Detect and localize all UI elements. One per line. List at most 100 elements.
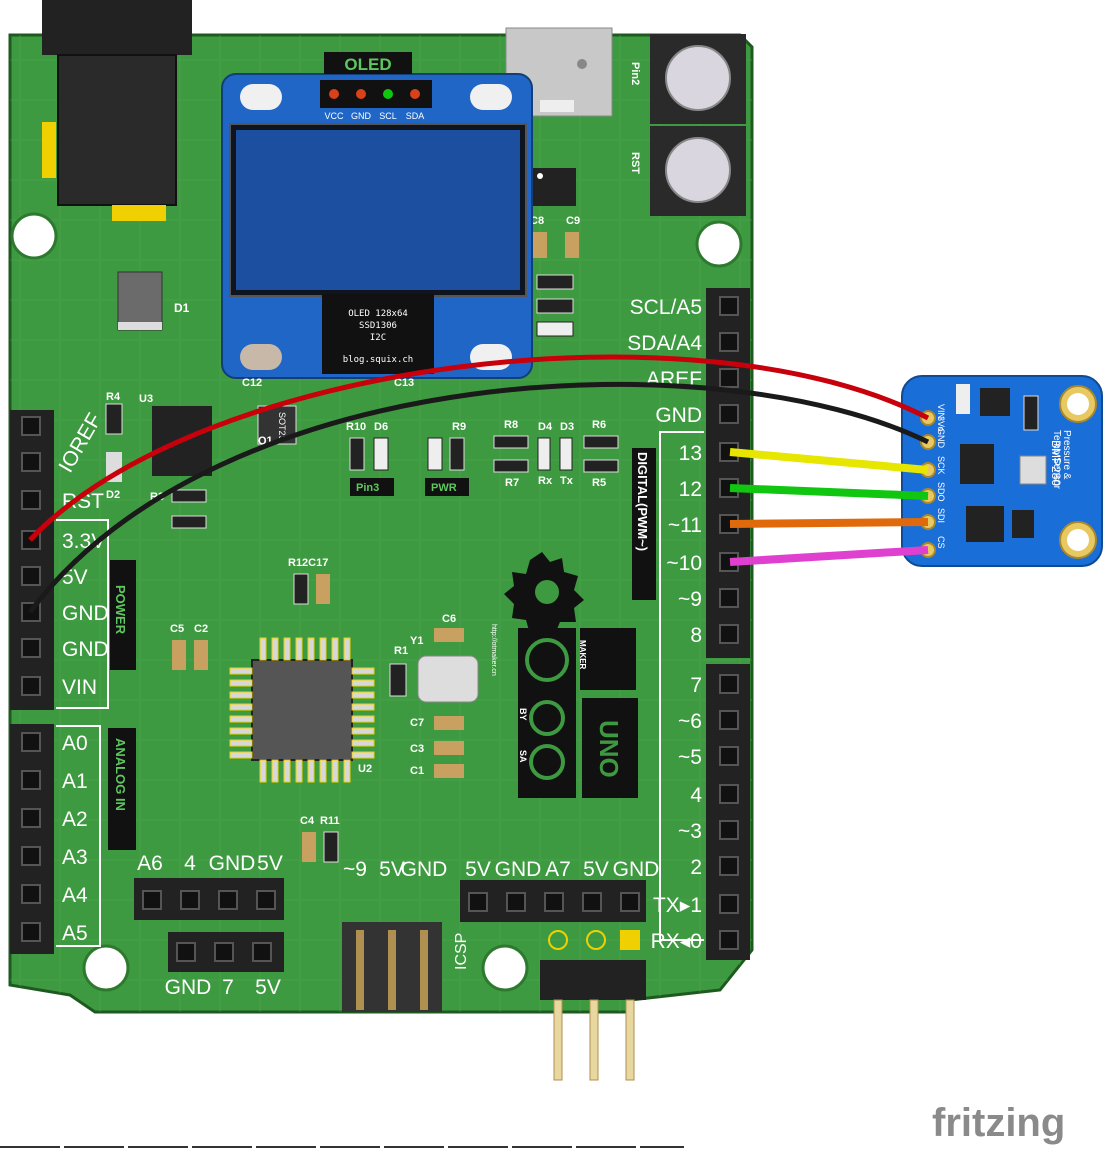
crystal-y1 — [417, 655, 479, 703]
digital-pin-3 — [719, 404, 739, 424]
pin-label: 8 — [690, 624, 702, 647]
svg-text:RST: RST — [629, 152, 641, 174]
pin-label: GND — [655, 404, 702, 427]
wire-12-sdo — [729, 484, 929, 500]
pin-label: 4 — [690, 784, 702, 807]
svg-text:R4: R4 — [106, 391, 121, 403]
pin-label: A2 — [62, 808, 88, 831]
pin-label: 5V — [255, 976, 281, 999]
pin2-button[interactable]: Pin2 — [629, 34, 746, 124]
digital-pin-low-5 — [719, 856, 739, 876]
analog-pin-0 — [21, 732, 41, 752]
svg-text:R6: R6 — [592, 419, 606, 431]
bottom-pin-a-1 — [180, 890, 200, 910]
oled-pin-label: VCC — [324, 111, 344, 121]
bottom-pin-b-0 — [176, 942, 196, 962]
pin-label: ~5 — [678, 746, 702, 769]
svg-text:OLED: OLED — [344, 55, 391, 74]
bottom-pin-b-2 — [252, 942, 272, 962]
pin-label: A0 — [62, 732, 88, 755]
analog-pin-4 — [21, 884, 41, 904]
pin-label: 5V — [583, 858, 609, 881]
analog-pin-1 — [21, 770, 41, 790]
svg-text:R12C17: R12C17 — [288, 557, 328, 569]
power-pin-5 — [21, 638, 41, 658]
wire-11-sdi — [729, 518, 929, 528]
pin-label: 5V — [62, 566, 88, 589]
arduino-board: D1 Pin2 RST C8 C9 U3 R4 D2 — [8, 0, 754, 1081]
pin-label: ~11 — [668, 514, 702, 537]
sensor-pin-label: CS — [936, 536, 946, 549]
bottom-pin-b-1 — [214, 942, 234, 962]
bottom-pin-a-3 — [256, 890, 276, 910]
wires — [28, 354, 930, 614]
pin-label: ~9 — [343, 858, 367, 881]
reset-button[interactable]: RST — [629, 126, 746, 216]
svg-text:R10: R10 — [346, 421, 366, 433]
svg-text:SSD1306: SSD1306 — [359, 321, 397, 331]
digital-pin-9 — [719, 624, 739, 644]
svg-text:R11: R11 — [320, 815, 340, 827]
pin-label: 2 — [690, 856, 702, 879]
svg-text:Pin3: Pin3 — [356, 482, 379, 494]
svg-text:C12: C12 — [242, 377, 262, 389]
bmp280-sensor: BMP280 Pressure & Temp Sensor VIN3VoGNDS… — [901, 375, 1103, 567]
svg-text:SOT23: SOT23 — [277, 412, 287, 441]
svg-text:R9: R9 — [452, 421, 466, 433]
mounting-hole — [82, 944, 130, 992]
power-pin-nc — [21, 416, 41, 436]
pin-label: ~10 — [666, 552, 702, 575]
bottom-pin-c-4 — [620, 892, 640, 912]
bottom-pin-a-0 — [142, 890, 162, 910]
svg-text:Temp Sensor: Temp Sensor — [1051, 430, 1062, 490]
bottom-pin-a-2 — [218, 890, 238, 910]
svg-text:DIGITAL(PWM~): DIGITAL(PWM~) — [635, 452, 650, 551]
q1-transistor — [257, 405, 297, 445]
pin-label: ~9 — [678, 588, 702, 611]
pin-label: A7 — [545, 858, 571, 881]
svg-text:Y1: Y1 — [410, 635, 423, 647]
svg-text:R5: R5 — [592, 477, 606, 489]
sensor-pin-label: SDO — [936, 482, 946, 502]
digital-header: SCL/A5SDA/A4AREFGND1312~11~10~987~6~54~3… — [627, 288, 750, 960]
digital-pin-low-2 — [719, 746, 739, 766]
wire-gnd-gnd — [28, 381, 930, 614]
pin-label: 5V — [257, 852, 283, 875]
mounting-hole — [481, 944, 529, 992]
digital-pin-1 — [719, 332, 739, 352]
svg-text:R8: R8 — [504, 419, 518, 431]
svg-text:ANALOG IN: ANALOG IN — [113, 738, 128, 811]
pin-label: 5V — [379, 858, 405, 881]
pin-label: GND — [62, 638, 109, 661]
svg-text:D1: D1 — [174, 301, 190, 315]
pin-label: VIN — [62, 676, 97, 699]
pin-label: RST — [62, 490, 104, 513]
svg-text:POWER: POWER — [113, 585, 128, 635]
wire-3v3-vin — [28, 354, 930, 542]
pin-label: 7 — [222, 976, 234, 999]
analog-pin-3 — [21, 846, 41, 866]
svg-text:MAKER: MAKER — [578, 640, 587, 670]
icsp-header: ICSP — [342, 922, 470, 1012]
pin-label: 5V — [465, 858, 491, 881]
power-pin-0 — [21, 452, 41, 472]
pin-label: A3 — [62, 846, 88, 869]
pin-label: RX◂0 — [651, 930, 702, 953]
pin-label: A4 — [62, 884, 88, 907]
svg-text:C2: C2 — [194, 623, 208, 635]
sensor-pin-label: GND — [936, 428, 946, 449]
svg-text:SA: SA — [518, 750, 528, 763]
bottom-pin-c-2 — [544, 892, 564, 912]
digital-pin-low-6 — [719, 894, 739, 914]
digital-pin-2 — [719, 368, 739, 388]
svg-text:UNO: UNO — [594, 720, 624, 778]
svg-text:blog.squix.ch: blog.squix.ch — [343, 355, 413, 365]
svg-text:C13: C13 — [394, 377, 414, 389]
digital-pin-low-1 — [719, 710, 739, 730]
diode-d1 — [117, 271, 163, 331]
svg-text:D4: D4 — [538, 421, 553, 433]
digital-pin-0 — [719, 296, 739, 316]
